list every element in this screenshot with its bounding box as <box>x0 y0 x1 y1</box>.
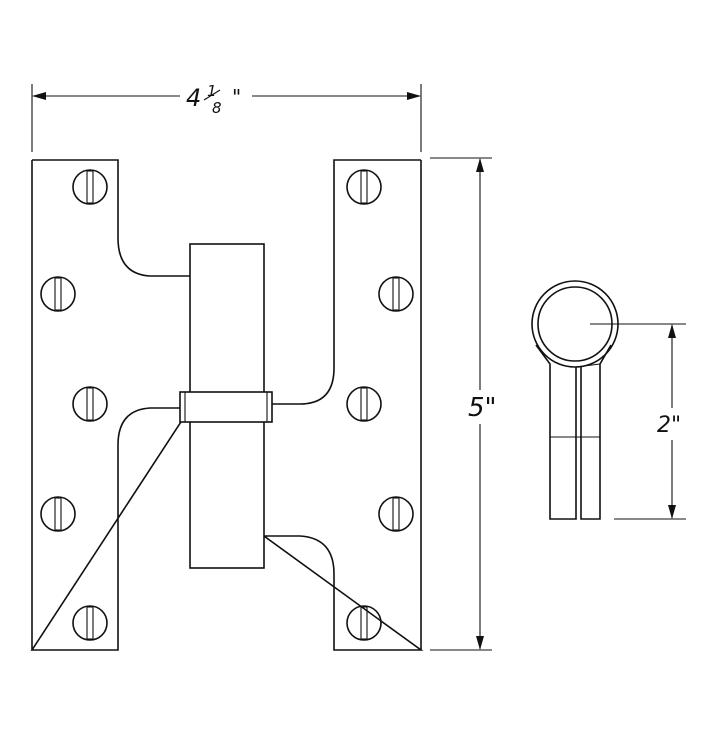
width-fraction-numerator: 1 <box>207 82 217 100</box>
barrel-inner-circle <box>537 286 613 362</box>
side-leaf-top-edge <box>575 363 601 368</box>
screw-holes <box>40 169 414 641</box>
screw-icon <box>72 386 108 422</box>
side-leaf-right <box>580 344 612 520</box>
screw-icon <box>378 496 414 532</box>
left-leaf-outline <box>30 159 192 651</box>
height-label: 5" <box>468 393 497 423</box>
width-inch-mark: " <box>232 85 241 109</box>
screw-icon <box>346 169 382 205</box>
screw-icon <box>40 276 76 312</box>
hinge-front-view <box>30 159 424 651</box>
screw-icon <box>378 276 414 312</box>
screw-icon <box>72 605 108 641</box>
barrel-outer-circle <box>531 280 619 368</box>
width-fraction-denominator: 8 <box>212 99 222 117</box>
width-fraction-bar <box>203 89 221 101</box>
hinge-knuckle-collar <box>179 391 273 423</box>
width-dimension: 4 1 8 " <box>31 82 422 152</box>
right-leaf-outline <box>261 159 424 651</box>
screw-icon <box>40 496 76 532</box>
height-dimension: 5" <box>430 157 497 651</box>
screw-icon <box>346 605 382 641</box>
offset-dimension: 2" <box>590 323 686 520</box>
screw-icon <box>346 386 382 422</box>
screw-icon <box>72 169 108 205</box>
hinge-side-view <box>531 280 619 520</box>
offset-label: 2" <box>657 413 681 438</box>
width-whole-label: 4 <box>186 84 201 112</box>
side-leaf-left <box>535 344 577 520</box>
